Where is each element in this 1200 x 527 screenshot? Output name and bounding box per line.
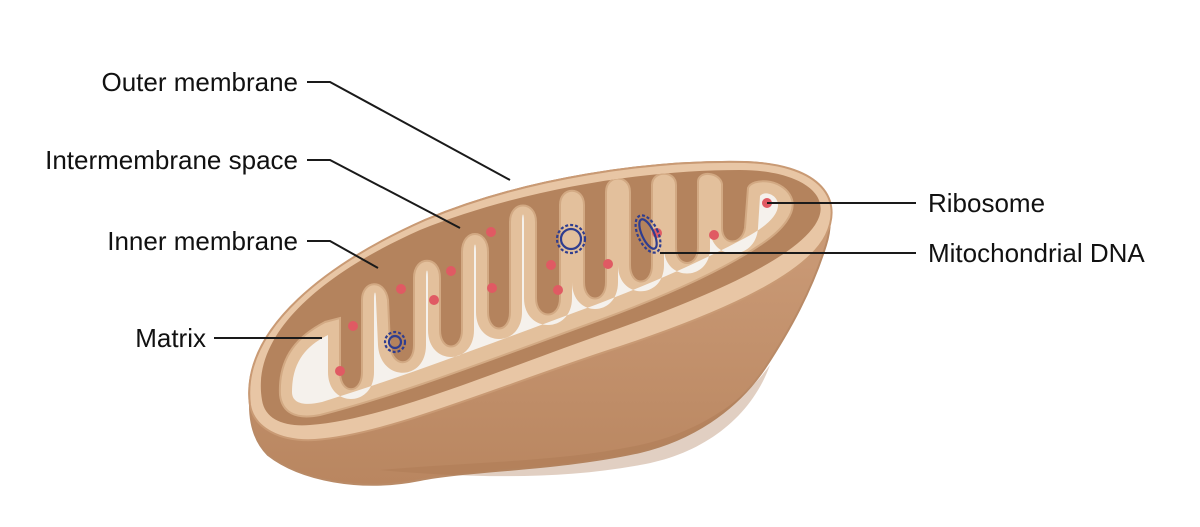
label-intermembrane-space: Intermembrane space (45, 145, 298, 175)
ribosome-dot (335, 366, 345, 376)
ribosome-dot (446, 266, 456, 276)
ribosome-dot (429, 295, 439, 305)
ribosome-dot (546, 260, 556, 270)
ribosome-dot (396, 284, 406, 294)
ribosome-dot (348, 321, 358, 331)
ribosome-dot (709, 230, 719, 240)
label-mitochondrial-dna: Mitochondrial DNA (928, 238, 1145, 268)
ribosome-dot (553, 285, 563, 295)
label-outer-membrane: Outer membrane (101, 67, 298, 97)
ribosome-dot (486, 227, 496, 237)
label-inner-membrane: Inner membrane (107, 226, 298, 256)
ribosome-dot (487, 283, 497, 293)
label-ribosome: Ribosome (928, 188, 1045, 218)
leader-outer-membrane (307, 82, 510, 180)
ribosome-dot (603, 259, 613, 269)
label-matrix: Matrix (135, 323, 206, 353)
